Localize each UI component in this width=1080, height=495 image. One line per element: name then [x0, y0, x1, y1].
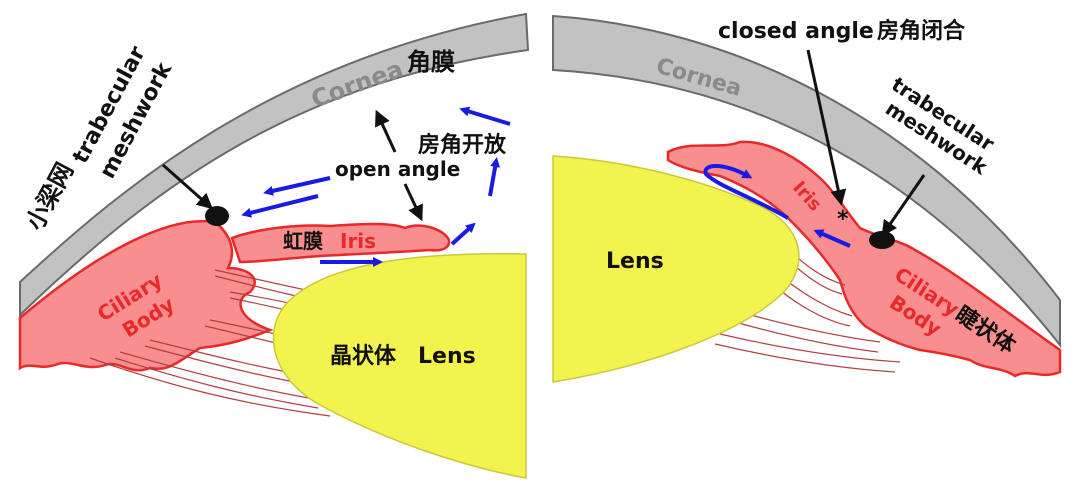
left-lens-label: Lens [418, 344, 476, 369]
flow-arrow-icon [268, 178, 330, 192]
left-lens [273, 254, 526, 478]
right-panel-closed-angle: closed angle 房角闭合 Cornea trabecular mesh… [553, 16, 1060, 382]
left-iris-zh-label: 虹膜 [283, 229, 323, 253]
left-lens-zh-label: 晶状体 [330, 344, 397, 369]
closed-angle-label: closed angle [718, 19, 874, 44]
left-panel-open-angle: Cornea 角膜 trabecular meshwork 小梁网 open a… [20, 14, 528, 478]
flow-arrow-icon [246, 196, 318, 214]
pointer-arrow-icon [405, 184, 419, 214]
right-trabecular-meshwork-icon [869, 231, 895, 249]
flow-arrow-icon [490, 162, 496, 196]
flow-arrow-icon [452, 226, 472, 244]
open-angle-zh-label: 房角开放 [418, 132, 507, 158]
left-trabecular-meshwork-icon [205, 206, 229, 226]
open-angle-label: open angle [335, 157, 460, 181]
left-iris-label: Iris [340, 229, 376, 253]
closed-angle-zh-label: 房角闭合 [877, 18, 966, 44]
left-trabecular-zh-label: 小梁网 [21, 158, 80, 235]
right-lens-label: Lens [606, 249, 664, 274]
closed-angle-marker: * [837, 207, 849, 232]
flow-arrow-icon [464, 110, 510, 124]
left-cornea-zh-label: 角膜 [407, 48, 455, 76]
pointer-arrow-icon [379, 117, 395, 152]
